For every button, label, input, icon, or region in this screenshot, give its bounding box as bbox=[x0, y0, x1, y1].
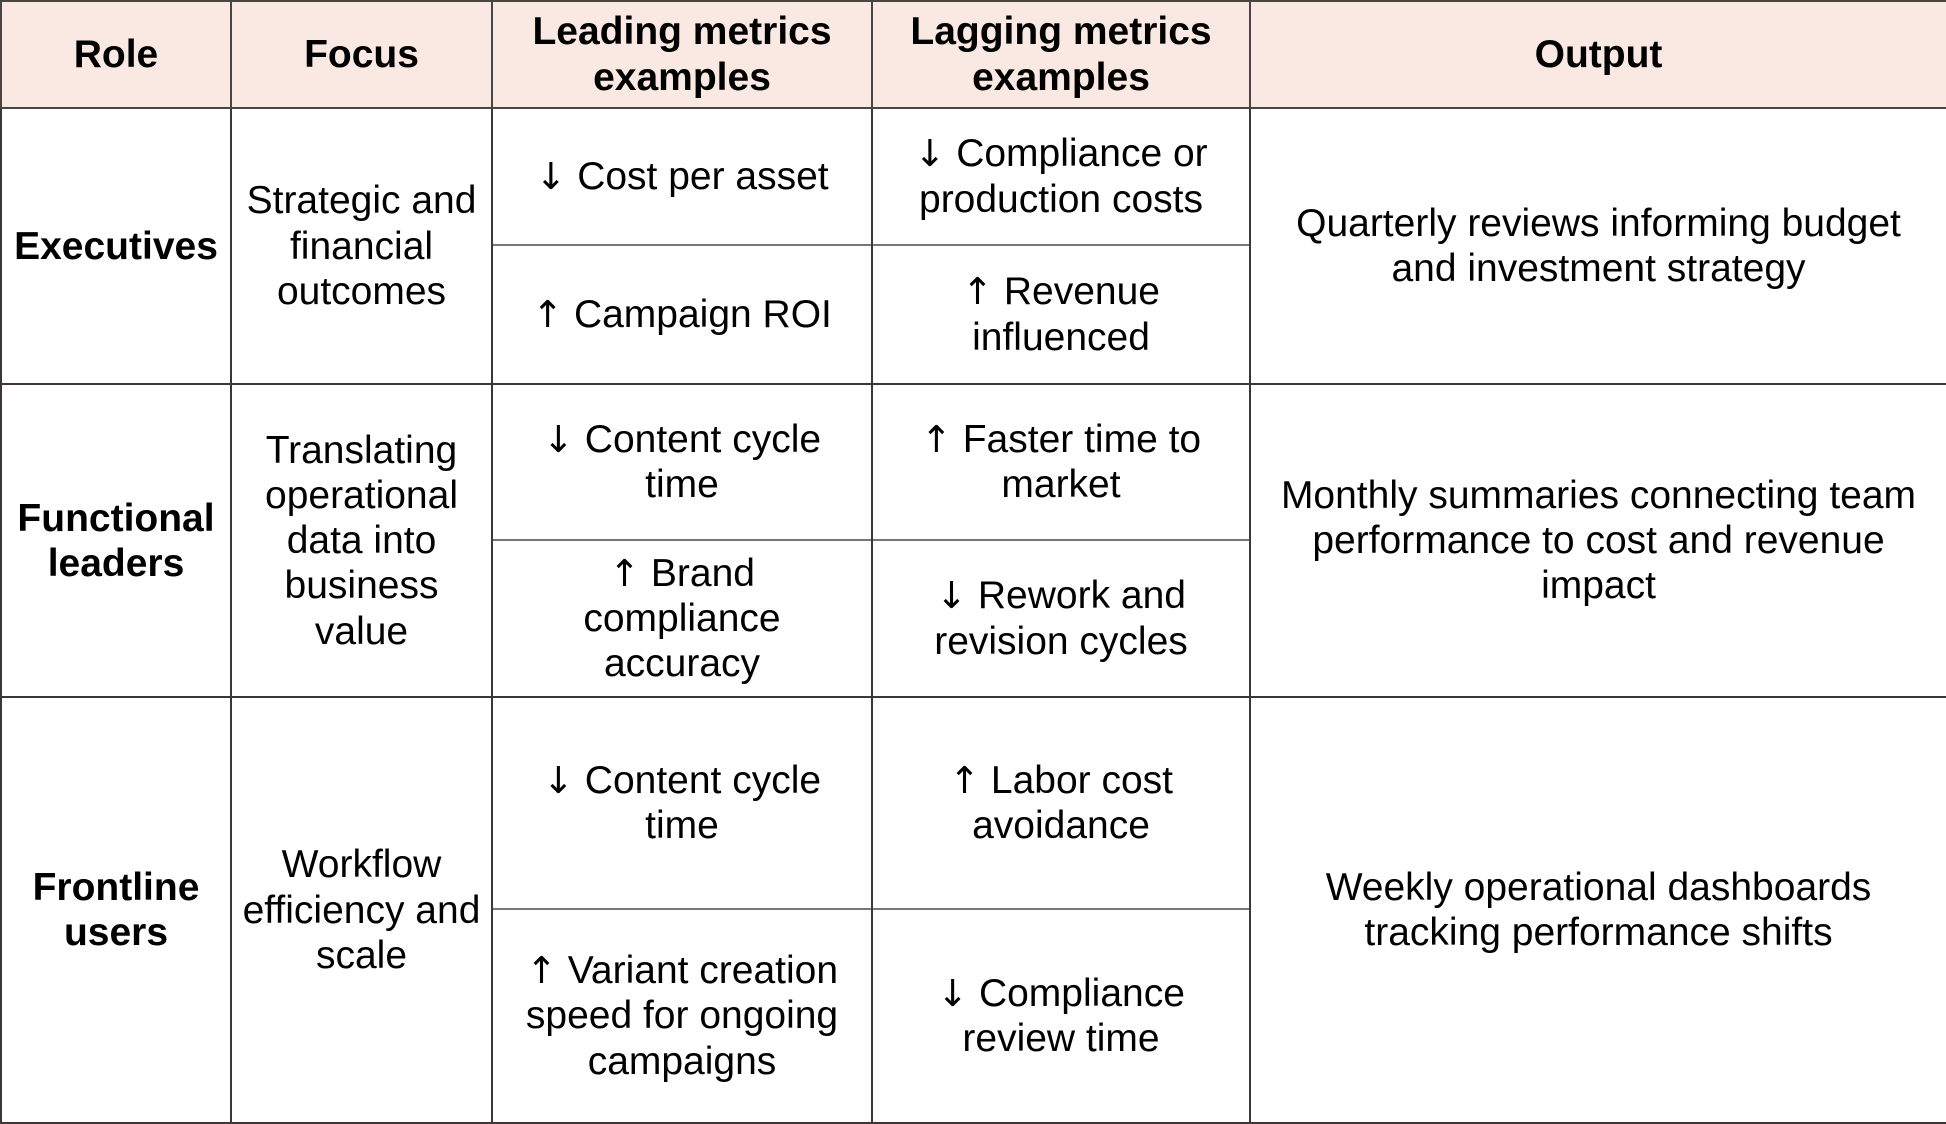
leading-metric-label: Brand compliance accuracy bbox=[583, 551, 781, 686]
leading-metric-item: ↑ Campaign ROI bbox=[493, 246, 871, 383]
cell-role: Functional leaders bbox=[0, 383, 232, 699]
cell-leading-metrics: ↓ Cost per asset ↑ Campaign ROI bbox=[491, 106, 873, 386]
lagging-metric-item: ↑ Labor cost avoidance bbox=[873, 698, 1249, 911]
table-header: Role Focus Leading metrics examples Lagg… bbox=[0, 0, 1946, 109]
leading-metric-label: Variant creation speed for ongoing campa… bbox=[525, 949, 839, 1083]
lagging-metric-item: ↓ Compliance review time bbox=[873, 910, 1249, 1122]
column-header-role: Role bbox=[0, 0, 232, 109]
cell-lagging-metrics: ↑ Faster time to market ↓ Rework and rev… bbox=[871, 383, 1251, 699]
arrow-up-icon: ↑ bbox=[525, 949, 557, 993]
arrow-up-icon: ↑ bbox=[532, 293, 564, 337]
leading-metric-item: ↓ Content cycle time bbox=[493, 385, 871, 541]
arrow-down-icon: ↓ bbox=[542, 417, 574, 461]
table-row: Frontline users Workflow efficiency and … bbox=[0, 696, 1946, 1124]
cell-output: Weekly operational dashboards tracking p… bbox=[1249, 696, 1946, 1124]
lagging-metric-item: ↑ Faster time to market bbox=[873, 385, 1249, 541]
lagging-metric-item: ↓ Compliance or production costs bbox=[873, 109, 1249, 247]
lagging-metric-label: Revenue influenced bbox=[972, 270, 1160, 359]
leading-metric-label: Content cycle time bbox=[584, 417, 822, 507]
lagging-metric-item: ↑ Revenue influenced bbox=[873, 246, 1249, 383]
arrow-down-icon: ↓ bbox=[937, 971, 969, 1015]
arrow-down-icon: ↓ bbox=[535, 154, 567, 198]
cell-focus: Workflow efficiency and scale bbox=[230, 696, 493, 1124]
column-header-focus: Focus bbox=[230, 0, 493, 109]
leading-metric-label: Content cycle time bbox=[584, 758, 822, 848]
leading-metric-label: Campaign ROI bbox=[573, 293, 832, 337]
leading-metric-label: Cost per asset bbox=[577, 154, 829, 198]
arrow-up-icon: ↑ bbox=[962, 270, 994, 314]
lagging-metric-label: Compliance review time bbox=[962, 971, 1185, 1061]
cell-role: Executives bbox=[0, 106, 232, 386]
table-row: Executives Strategic and financial outco… bbox=[0, 106, 1946, 386]
cell-lagging-metrics: ↓ Compliance or production costs ↑ Reven… bbox=[871, 106, 1251, 386]
leading-metric-item: ↑ Brand compliance accuracy bbox=[493, 541, 871, 697]
lagging-metric-label: Labor cost avoidance bbox=[972, 758, 1173, 848]
cell-leading-metrics: ↓ Content cycle time ↑ Variant creation … bbox=[491, 696, 873, 1124]
lagging-metric-label: Rework and revision cycles bbox=[934, 574, 1188, 663]
lagging-metric-label: Compliance or production costs bbox=[919, 132, 1208, 221]
header-row: Role Focus Leading metrics examples Lagg… bbox=[0, 0, 1946, 109]
cell-focus: Translating operational data into busine… bbox=[230, 383, 493, 699]
leading-metric-item: ↓ Cost per asset bbox=[493, 109, 871, 247]
arrow-up-icon: ↑ bbox=[920, 417, 952, 461]
column-header-leading-metrics: Leading metrics examples bbox=[491, 0, 873, 109]
arrow-down-icon: ↓ bbox=[542, 758, 574, 802]
leading-metric-item: ↓ Content cycle time bbox=[493, 698, 871, 911]
arrow-down-icon: ↓ bbox=[936, 574, 968, 618]
cell-role: Frontline users bbox=[0, 696, 232, 1124]
lagging-metric-item: ↓ Rework and revision cycles bbox=[873, 541, 1249, 697]
cell-lagging-metrics: ↑ Labor cost avoidance ↓ Compliance revi… bbox=[871, 696, 1251, 1124]
leading-metric-item: ↑ Variant creation speed for ongoing cam… bbox=[493, 910, 871, 1122]
cell-focus: Strategic and financial outcomes bbox=[230, 106, 493, 386]
arrow-down-icon: ↓ bbox=[914, 132, 946, 176]
arrow-up-icon: ↑ bbox=[609, 551, 641, 595]
column-header-lagging-metrics: Lagging metrics examples bbox=[871, 0, 1251, 109]
table-body: Executives Strategic and financial outco… bbox=[0, 106, 1946, 1124]
column-header-output: Output bbox=[1249, 0, 1946, 109]
lagging-metric-label: Faster time to market bbox=[962, 417, 1202, 507]
cell-output: Monthly summaries connecting team perfor… bbox=[1249, 383, 1946, 699]
arrow-up-icon: ↑ bbox=[949, 758, 981, 802]
table-row: Functional leaders Translating operation… bbox=[0, 383, 1946, 699]
cell-output: Quarterly reviews informing budget and i… bbox=[1249, 106, 1946, 386]
cell-leading-metrics: ↓ Content cycle time ↑ Brand compliance … bbox=[491, 383, 873, 699]
